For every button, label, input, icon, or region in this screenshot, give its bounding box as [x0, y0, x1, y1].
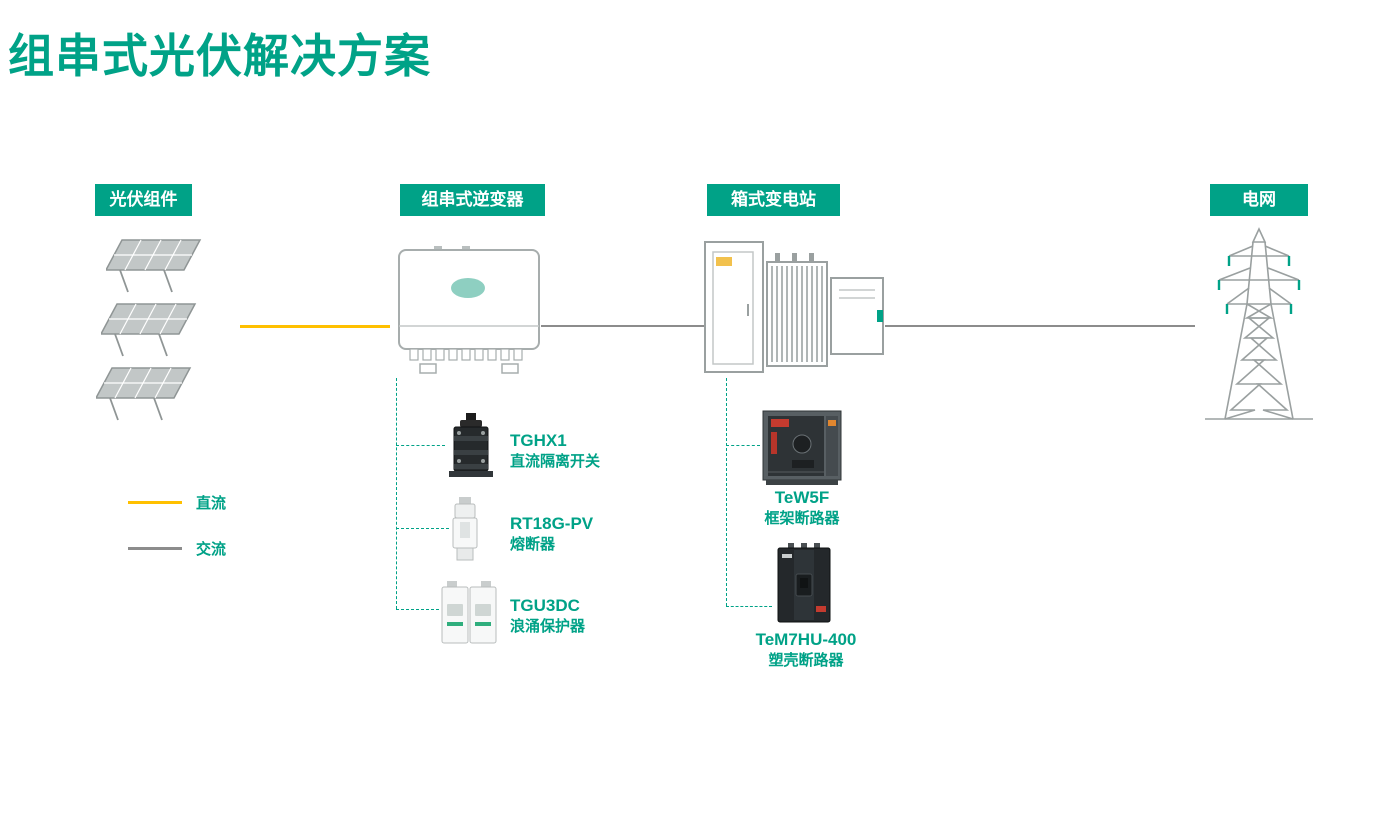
inverter-component-1-label: TGHX1 直流隔离开关	[510, 430, 600, 473]
solar-panel-icon-3	[96, 364, 192, 424]
legend-dc-label: 直流	[196, 495, 227, 512]
inverter-components-connector	[396, 378, 397, 609]
legend-dc: 直流	[128, 492, 226, 513]
legend-ac: 交流	[128, 538, 226, 559]
product-name-tem7hu-400: 塑壳断路器	[768, 652, 844, 669]
product-image-rt18g-pv	[451, 496, 479, 562]
substation-components-connector	[726, 378, 727, 606]
string-inverter-illustration	[396, 246, 542, 376]
legend-ac-label: 交流	[196, 541, 227, 558]
product-model-tgu3dc: TGU3DC	[510, 596, 580, 615]
stage-badge-box-substation: 箱式变电站	[707, 184, 840, 216]
inverter-component-2-label: RT18G-PV 熔断器	[510, 513, 593, 556]
stage-badge-string-inverter: 组串式逆变器	[400, 184, 545, 216]
stage-badge-grid: 电网	[1210, 184, 1308, 216]
ac-connection-line-2	[885, 325, 1195, 327]
ac-connection-line-1	[541, 325, 706, 327]
product-image-tew5f	[762, 406, 842, 486]
product-model-tghx1: TGHX1	[510, 431, 567, 450]
solar-panel-icon-2	[101, 300, 197, 360]
dc-connection-line	[240, 325, 390, 328]
product-image-tem7hu-400	[774, 542, 834, 626]
substation-component-2-label: TeM7HU-400 塑壳断路器	[741, 629, 871, 672]
product-model-tem7hu-400: TeM7HU-400	[755, 630, 857, 649]
substation-component-1-label: TeW5F 框架断路器	[742, 487, 862, 530]
product-name-tghx1: 直流隔离开关	[510, 453, 601, 470]
substation-connector-stub-1	[726, 445, 760, 446]
product-name-tew5f: 框架断路器	[764, 510, 840, 527]
box-substation-illustration	[703, 236, 887, 378]
substation-connector-stub-2	[726, 606, 772, 607]
inverter-component-3-label: TGU3DC 浪涌保护器	[510, 595, 585, 638]
inverter-connector-stub-3	[396, 609, 439, 610]
product-image-tghx1	[447, 412, 495, 478]
dc-line-swatch	[128, 501, 182, 504]
product-name-tgu3dc: 浪涌保护器	[510, 618, 586, 635]
product-name-rt18g-pv: 熔断器	[510, 536, 556, 553]
solar-panel-icon-1	[106, 236, 202, 296]
product-image-tgu3dc	[441, 580, 497, 646]
ac-line-swatch	[128, 547, 182, 550]
grid-tower-illustration	[1203, 226, 1315, 422]
inverter-connector-stub-1	[396, 445, 445, 446]
stage-badge-pv-modules: 光伏组件	[95, 184, 192, 216]
product-model-tew5f: TeW5F	[774, 488, 830, 507]
page-title: 组串式光伏解决方案	[8, 30, 431, 82]
product-model-rt18g-pv: RT18G-PV	[510, 514, 594, 533]
inverter-connector-stub-2	[396, 528, 449, 529]
